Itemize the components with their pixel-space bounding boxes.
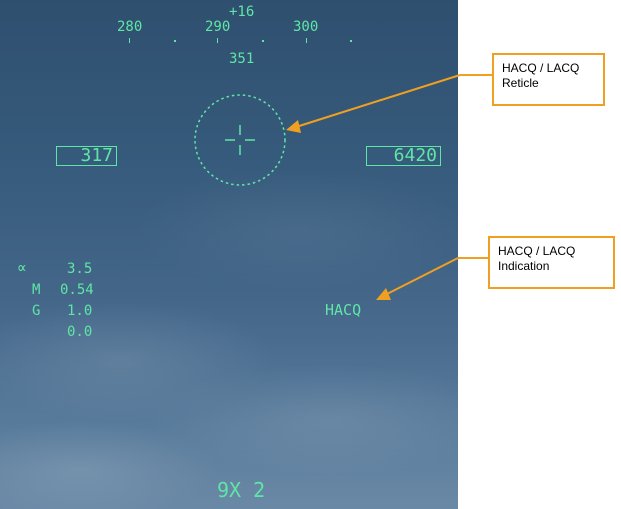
heading-minor-tick: [174, 40, 176, 42]
reticle-callout: HACQ / LACQ Reticle: [492, 53, 605, 106]
reticle-arrow-line: [295, 74, 461, 128]
heading-minor-tick: [350, 40, 352, 42]
reticle-circle: [194, 94, 286, 186]
pitch-value: +16: [229, 4, 255, 20]
heading-tick: [129, 38, 130, 43]
extra-value: 0.0: [67, 324, 93, 340]
heading-tick: [217, 38, 218, 43]
current-heading: 351: [229, 51, 255, 67]
mode-indication: HACQ: [325, 301, 362, 319]
hud-view: +16 280 290 300 351 317 6420 ∝ 3.5 M 0.5…: [0, 0, 458, 509]
heading-minor-tick: [262, 40, 264, 42]
mach-value: 0.54: [60, 282, 94, 298]
heading-tick: [306, 38, 307, 43]
g-label: G: [32, 303, 41, 319]
altitude-box: 6420: [366, 146, 441, 166]
indication-arrowhead: [376, 288, 391, 300]
sky-background: [0, 0, 458, 509]
indication-callout: HACQ / LACQ Indication: [488, 236, 615, 289]
weapon-status: 9X 2: [217, 478, 266, 502]
heading-label-300: 300: [293, 19, 319, 35]
heading-label-280: 280: [117, 19, 143, 35]
g-value: 1.0: [67, 303, 93, 319]
airspeed-box: 317: [56, 146, 117, 166]
alpha-symbol: ∝: [17, 258, 27, 277]
mach-label: M: [32, 282, 41, 298]
hacq-reticle: [194, 94, 286, 186]
heading-label-290: 290: [205, 19, 231, 35]
indication-arrow-line: [384, 257, 459, 296]
alpha-value: 3.5: [67, 261, 93, 277]
reticle-arrowhead: [286, 120, 301, 133]
